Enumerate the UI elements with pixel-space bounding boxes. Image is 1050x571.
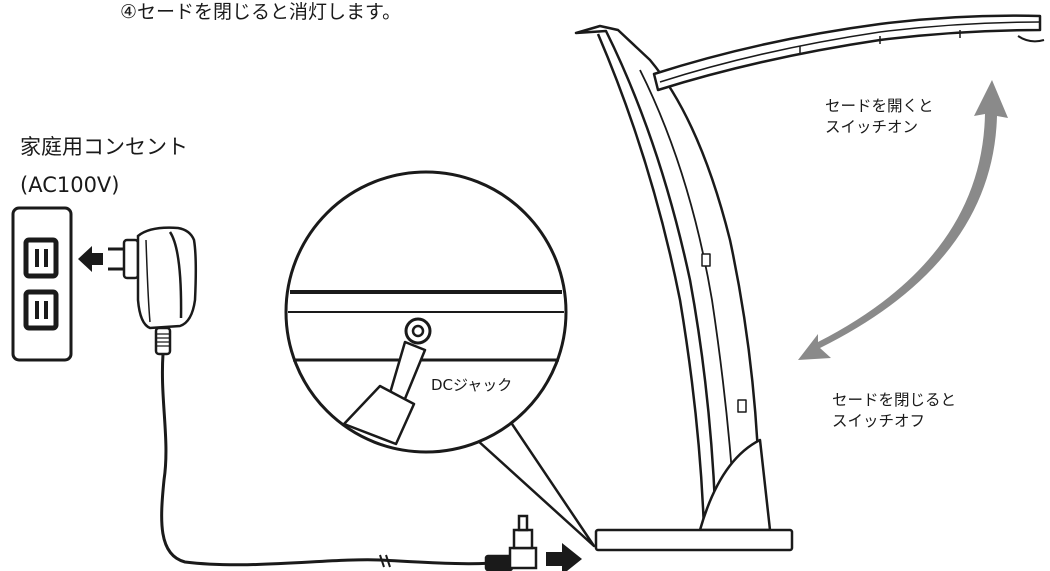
shade-close-label: セードを閉じると スイッチオフ: [832, 390, 956, 432]
outlet-label: 家庭用コンセント (AC100V): [20, 128, 188, 204]
plug-in-arrow: [78, 246, 103, 272]
outlet-label-line2: (AC100V): [20, 173, 120, 197]
shade-open-line1: セードを開くと: [825, 97, 934, 115]
jack-magnifier: [284, 170, 596, 548]
power-cord: [160, 353, 506, 567]
shade-close-line2: スイッチオフ: [832, 412, 926, 430]
outlet-label-line1: 家庭用コンセント: [20, 135, 188, 159]
shade-open-label: セードを開くと スイッチオン: [825, 96, 934, 138]
shade-motion-arrow: [798, 80, 1008, 360]
dc-jack-label: DCジャック: [431, 376, 513, 394]
shade-open-line2: スイッチオン: [825, 118, 919, 136]
dc-plug: [484, 514, 538, 571]
step-instruction: ④セードを閉じると消灯します。: [120, 1, 402, 23]
wall-outlet: [11, 206, 73, 362]
insert-arrow: [546, 543, 582, 571]
ac-adapter: [108, 226, 198, 356]
dc-jack-socket: [404, 317, 432, 345]
desk-lamp: [574, 14, 1045, 552]
lamp-base: [594, 528, 794, 552]
shade-close-line1: セードを閉じると: [832, 391, 957, 409]
